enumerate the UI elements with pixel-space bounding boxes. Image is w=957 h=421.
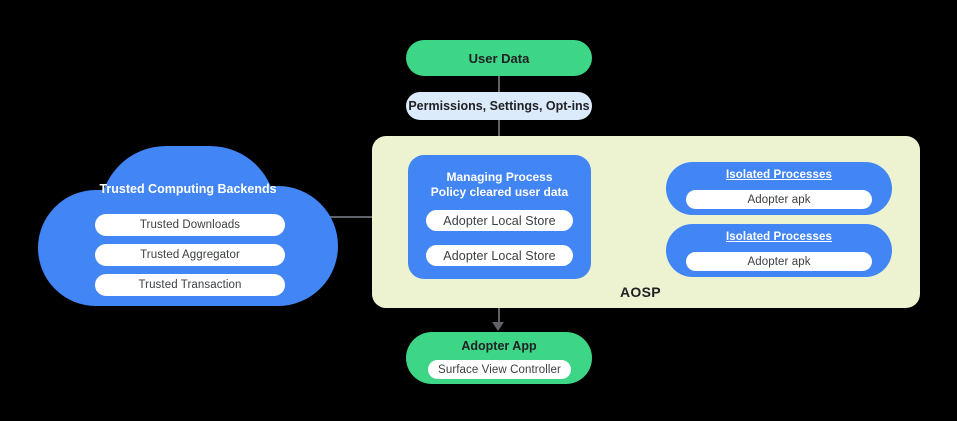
managing-process-title-line1: Managing Process (446, 170, 553, 184)
connector-cloud-managing (325, 216, 415, 218)
adopter-app-title: Adopter App (461, 339, 537, 353)
adopter-local-store-2[interactable]: Adopter Local Store (426, 245, 573, 266)
managing-process-title: Managing Process Policy cleared user dat… (408, 170, 591, 199)
managing-process-title-line2: Policy cleared user data (430, 184, 569, 199)
user-data-node[interactable]: User Data (406, 40, 592, 76)
arrowhead-adopterapp (492, 322, 504, 331)
isolated-process-title-2: Isolated Processes (726, 231, 832, 243)
isolated-process-node-1[interactable]: Isolated Processes Adopter apk (666, 162, 892, 215)
connector-userdata-permissions (498, 74, 500, 94)
isolated-process-node-2[interactable]: Isolated Processes Adopter apk (666, 224, 892, 277)
adopter-app-node[interactable]: Adopter App Surface View Controller (406, 332, 592, 384)
cloud-item-trusted-downloads[interactable]: Trusted Downloads (95, 214, 285, 236)
adopter-apk-1[interactable]: Adopter apk (686, 190, 872, 209)
surface-view-controller[interactable]: Surface View Controller (428, 360, 571, 379)
adopter-apk-2[interactable]: Adopter apk (686, 252, 872, 271)
adopter-local-store-1[interactable]: Adopter Local Store (426, 210, 573, 231)
cloud-item-trusted-aggregator[interactable]: Trusted Aggregator (95, 244, 285, 266)
aosp-label: AOSP (620, 284, 661, 300)
cloud-item-trusted-transaction[interactable]: Trusted Transaction (95, 274, 285, 296)
permissions-settings-optins-node[interactable]: Permissions, Settings, Opt-ins (406, 92, 592, 120)
isolated-process-title-1: Isolated Processes (726, 169, 832, 181)
cloud-title: Trusted Computing Backends (99, 182, 277, 196)
